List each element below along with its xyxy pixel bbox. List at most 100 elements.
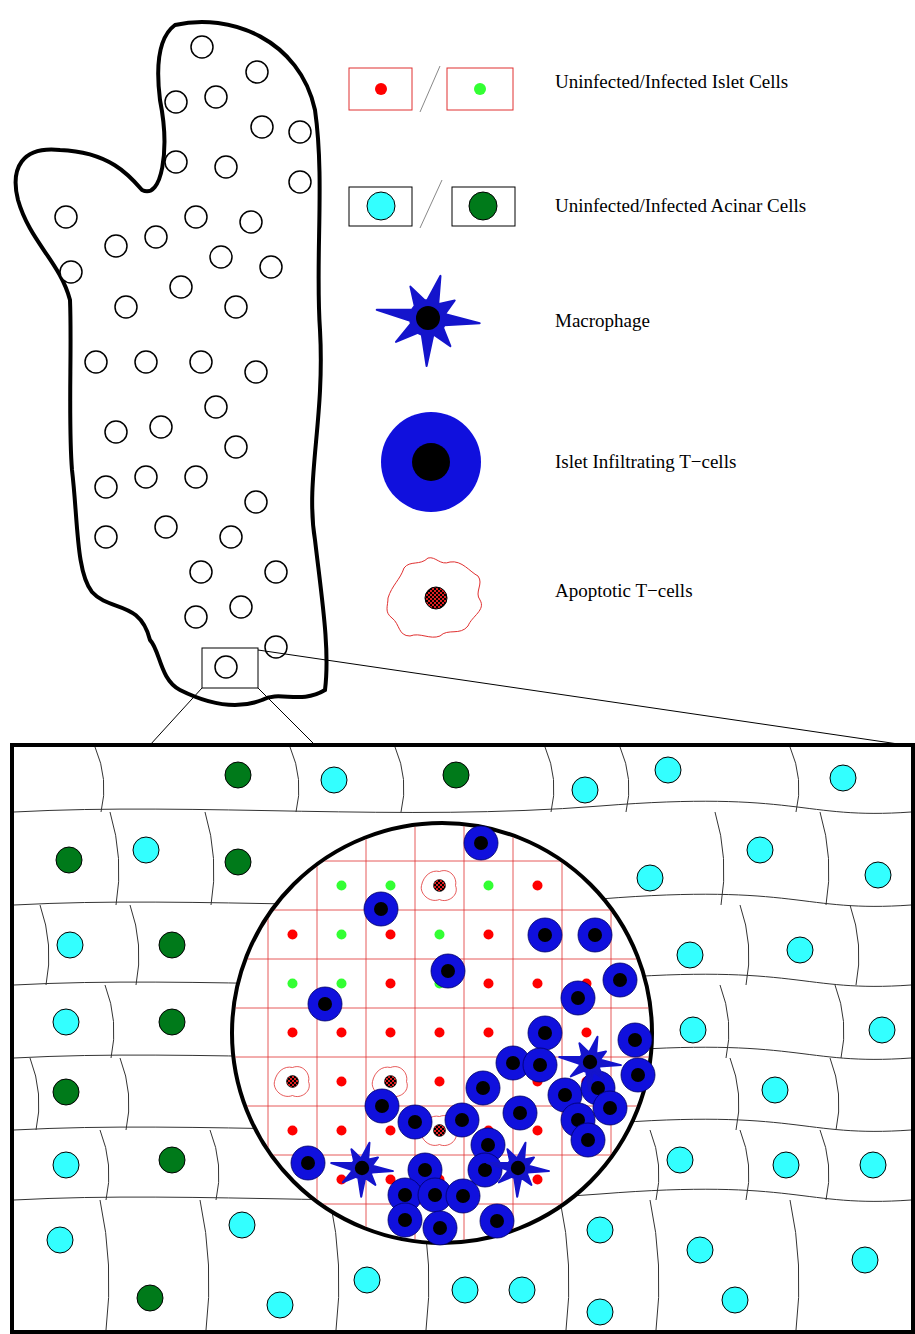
islet-circle <box>251 116 273 138</box>
acinar-cell <box>637 865 663 891</box>
islet-cell-swatch <box>375 83 387 95</box>
cell-membrane <box>205 812 214 905</box>
acinar-cell <box>572 777 598 803</box>
islet-circle <box>185 206 207 228</box>
tcell <box>593 1091 627 1125</box>
infected-acinar-cell <box>53 1079 79 1105</box>
tcell-nucleus <box>628 1033 642 1047</box>
acinar-cell <box>354 1267 380 1293</box>
islet-circle <box>190 351 212 373</box>
islet-circle <box>265 561 287 583</box>
islet-cell <box>386 1028 396 1038</box>
islet-cell <box>386 930 396 940</box>
acinar-cell <box>229 1212 255 1238</box>
islet-circle <box>215 656 237 678</box>
acinar-cell <box>722 1287 748 1313</box>
tcell <box>523 1048 557 1082</box>
macrophage <box>377 276 480 366</box>
slash <box>420 180 442 228</box>
islet-circle <box>165 91 187 113</box>
tcell-nucleus <box>428 1188 442 1202</box>
islet-circle <box>210 246 232 268</box>
acinar-cell <box>762 1077 788 1103</box>
islet-circle <box>260 256 282 278</box>
cell-membrane <box>100 1200 109 1330</box>
acinar-cell <box>865 862 891 888</box>
infected-acinar-cell <box>159 932 185 958</box>
apoptotic-tcell <box>421 871 456 901</box>
cell-membrane <box>100 1130 109 1200</box>
infected-acinar-cell <box>137 1285 163 1311</box>
islet-circle <box>135 466 157 488</box>
cell-membrane <box>105 985 114 1058</box>
tcell-nucleus <box>456 1189 470 1203</box>
acinar-cell <box>860 1152 886 1178</box>
islet-cell <box>288 1126 298 1136</box>
islet-cell <box>337 1077 347 1087</box>
grid-line <box>513 812 514 1253</box>
acinar-cell <box>57 932 83 958</box>
apoptotic-nucleus <box>434 1125 446 1137</box>
acinar-cell <box>677 942 703 968</box>
cell-membrane <box>820 812 829 905</box>
cell-membrane <box>650 1200 659 1330</box>
infected-islet-cell <box>337 930 347 940</box>
islet-circle <box>190 561 212 583</box>
infected-acinar-cell <box>56 847 82 873</box>
grid-line <box>219 910 660 911</box>
legend-box <box>447 68 513 110</box>
infected-acinar-cell <box>225 849 251 875</box>
islet-circle <box>191 36 213 58</box>
macrophage-nucleus <box>416 306 440 330</box>
infected-islet-cell <box>288 979 298 989</box>
cell-membrane <box>850 905 859 985</box>
tcell-nucleus <box>538 1026 552 1040</box>
cell-membrane <box>120 1058 129 1130</box>
tcell-nucleus <box>398 1188 412 1202</box>
tcell-nucleus <box>506 1056 520 1070</box>
islet-circle <box>145 226 167 248</box>
cell-membrane <box>200 1200 209 1330</box>
acinar-cell <box>747 837 773 863</box>
cell-membrane <box>835 985 844 1058</box>
acinar-cell <box>869 1017 895 1043</box>
acinar-cell-swatch <box>367 192 395 220</box>
tcell <box>365 1089 399 1123</box>
acinar-cell <box>787 937 813 963</box>
acinar-cell <box>587 1299 613 1325</box>
legend-text: Islet Infiltrating T−cells <box>555 451 736 474</box>
tcell-nucleus <box>588 928 602 942</box>
islet-circle <box>170 276 192 298</box>
islet-cell <box>337 1126 347 1136</box>
tcell <box>398 1105 432 1139</box>
acinar-cell <box>133 837 159 863</box>
macrophage-nucleus <box>511 1161 525 1175</box>
cell-membrane <box>545 747 554 812</box>
tcell <box>603 963 637 997</box>
tcell <box>561 981 595 1015</box>
infected-islet-cell <box>337 881 347 891</box>
acinar-cell <box>680 1017 706 1043</box>
tcell-nucleus <box>476 1081 490 1095</box>
tcell <box>528 1016 562 1050</box>
acinar-cell <box>267 1292 293 1318</box>
grid-line <box>660 812 661 1253</box>
cell-membrane <box>730 1058 739 1130</box>
infected-islet-cell <box>337 979 347 989</box>
tcell-nucleus <box>533 1058 547 1072</box>
acinar-cell <box>687 1237 713 1263</box>
apoptotic-swatch <box>387 558 481 637</box>
tcell-nucleus <box>571 991 585 1005</box>
tcell-nucleus <box>490 1214 504 1228</box>
acinar-cell <box>667 1147 693 1173</box>
islet-circle <box>135 351 157 373</box>
infected-acinar-cell <box>225 762 251 788</box>
islet-cell <box>484 930 494 940</box>
tcell <box>446 1179 480 1213</box>
tcell-nucleus <box>474 836 488 850</box>
tcell-nucleus <box>398 1213 412 1227</box>
tcell <box>571 1123 605 1157</box>
grid-line <box>219 861 660 862</box>
tcell <box>464 826 498 860</box>
